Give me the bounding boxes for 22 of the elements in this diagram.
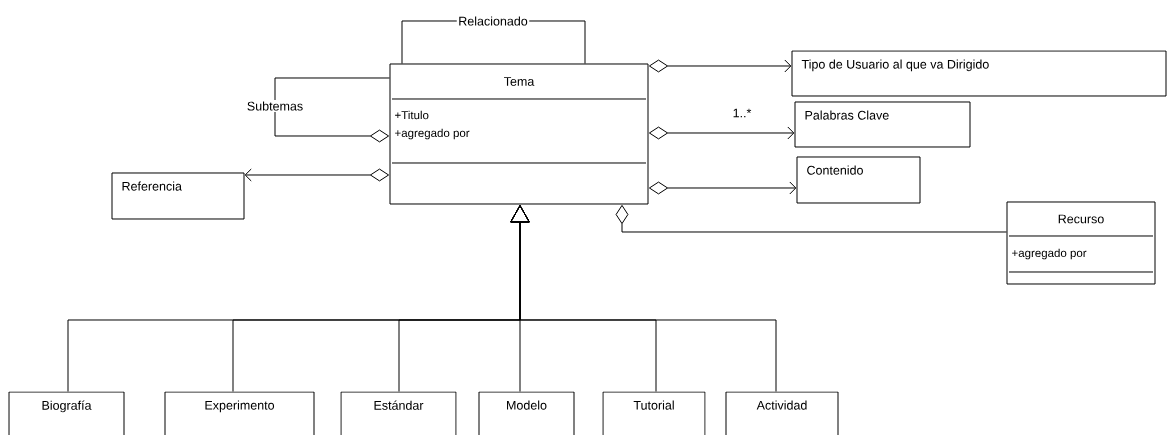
class-box: Experimento <box>164 391 315 435</box>
class-box: Tutorial <box>602 391 706 435</box>
aggregation-arrow <box>648 59 792 73</box>
class-box: Modelo <box>478 391 575 435</box>
class-box: Biografía <box>8 391 125 435</box>
aggregation-arrow <box>244 168 390 182</box>
class-box: Tipo de Usuario al que va Dirigido <box>791 50 1167 97</box>
aggregation-line <box>615 204 1007 233</box>
class-box: Palabras Clave <box>794 101 971 148</box>
class-box: Recurso +agregado por <box>1006 201 1156 285</box>
class-box: Referencia <box>111 172 245 220</box>
class-box: Estándar <box>340 391 457 435</box>
edge-label: Subtemas <box>245 99 305 113</box>
edge-label: Relacionado <box>456 14 530 28</box>
generalization-arrow <box>510 205 777 392</box>
aggregation-line <box>274 77 390 143</box>
class-box: Actividad <box>725 391 839 435</box>
aggregation-arrow <box>648 181 797 195</box>
aggregation-arrow <box>648 126 795 140</box>
edge-label: 1..* <box>731 107 753 119</box>
class-box: Contenido <box>796 156 921 204</box>
class-box: Tema +Titulo +agregado por <box>389 63 649 205</box>
